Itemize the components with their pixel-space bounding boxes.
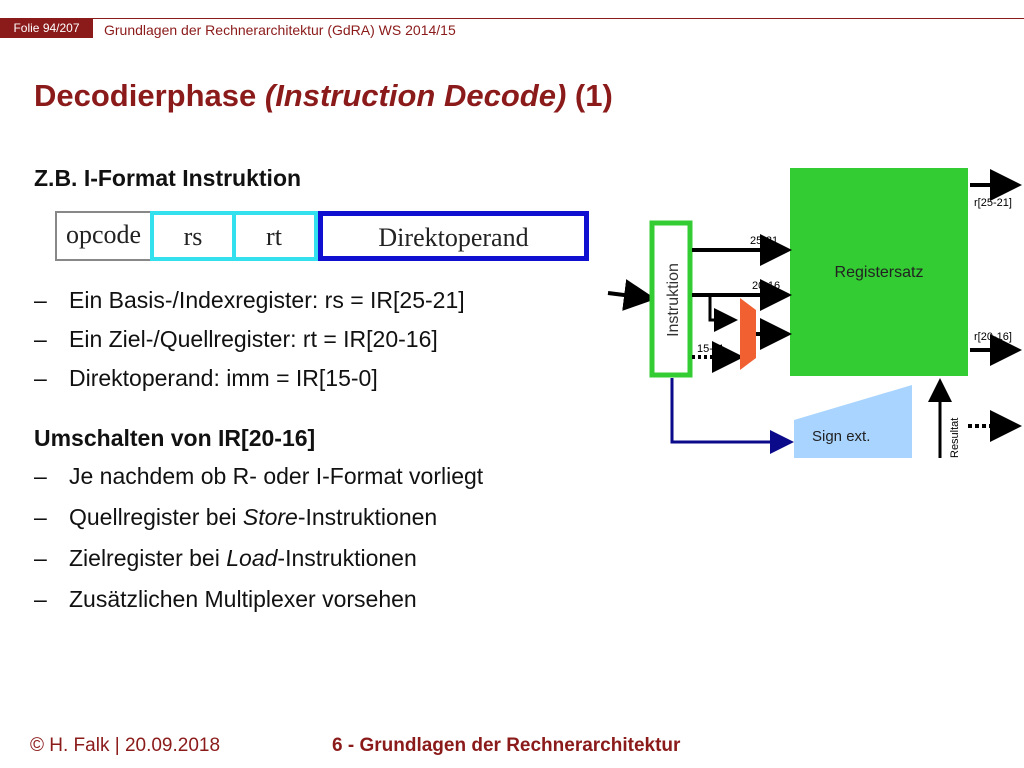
title-prefix: Decodierphase <box>34 78 265 113</box>
field-opcode: opcode <box>55 211 150 261</box>
section1-heading: Z.B. I-Format Instruktion <box>34 165 302 191</box>
bullet-format: –Je nachdem ob R- oder I-Format vorliegt <box>34 463 484 489</box>
register-file-label: Registersatz <box>835 264 924 281</box>
field-direktoperand: Direktoperand <box>318 211 589 261</box>
footer-author: © H. Falk | 20.09.2018 <box>30 735 221 756</box>
slide-number-badge: Folie 94/207 <box>0 18 93 38</box>
bullet-multiplexer: –Zusätzlichen Multiplexer vorsehen <box>34 586 417 612</box>
multiplexer <box>740 298 756 370</box>
bullet-basis-register: –Ein Basis-/Indexregister: rs = IR[25-21… <box>34 287 465 313</box>
course-title: Grundlagen der Rechnerarchitektur (GdRA)… <box>104 22 456 38</box>
slide-title: Decodierphase (Instruction Decode) (1) <box>34 78 613 114</box>
bullet-ziel-register: –Ein Ziel-/Quellregister: rt = IR[20-16] <box>34 326 438 352</box>
footer-chapter: 6 - Grundlagen der Rechnerarchitektur <box>332 735 681 756</box>
field-rt: rt <box>234 211 318 261</box>
wire-imm-to-sign-ext <box>670 378 794 454</box>
instruction-label: Instruktion <box>665 263 682 337</box>
register-file <box>790 168 968 376</box>
wire-25-21-label: 25-21 <box>750 235 778 247</box>
wire-15-11-label: 15-11 <box>697 343 724 355</box>
title-italic: (Instruction Decode) <box>264 78 567 113</box>
decode-diagram: Instruktion Registersatz 25-21 20-16 15-… <box>607 168 1022 458</box>
output-r20-16-label: r[20-16] <box>974 331 1012 343</box>
instruction-register <box>649 220 693 378</box>
wire-to-mux <box>708 295 738 332</box>
wire-20-16-label: 20-16 <box>752 280 780 292</box>
bullet-store: –Quellregister bei Store-Instruktionen <box>34 504 438 530</box>
bullet-direktoperand: –Direktoperand: imm = IR[15-0] <box>34 365 378 391</box>
bullet-load: –Zielregister bei Load-Instruktionen <box>34 545 417 571</box>
output-r25-21-label: r[25-21] <box>974 197 1012 209</box>
sign-extend-label: Sign ext. <box>812 428 870 445</box>
section2-heading: Umschalten von IR[20-16] <box>34 425 316 451</box>
title-suffix: (1) <box>566 78 613 113</box>
sign-extend-unit <box>794 385 912 458</box>
header-rule <box>0 18 1024 19</box>
field-rs: rs <box>150 211 236 261</box>
result-label: Resultat <box>949 418 961 458</box>
instruction-input-arrow <box>607 279 656 311</box>
